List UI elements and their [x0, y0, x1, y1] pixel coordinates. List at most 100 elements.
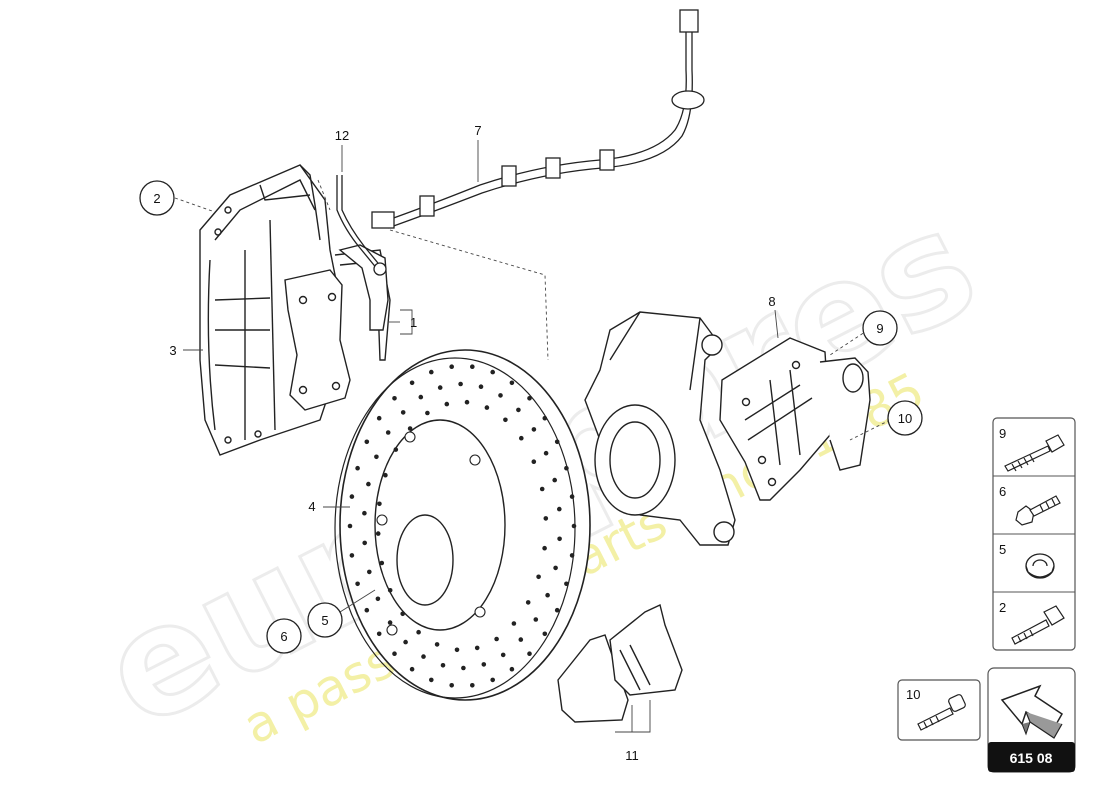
drill-hole — [525, 600, 531, 605]
rear-caliper — [719, 337, 871, 501]
callout-4-label: 4 — [308, 499, 315, 514]
drill-hole — [366, 481, 371, 487]
drill-hole — [531, 459, 537, 465]
direction-arrow-icon — [1000, 684, 1063, 739]
drill-hole — [434, 642, 440, 647]
callout-5-label: 5 — [321, 613, 328, 628]
brake-hose — [371, 9, 705, 229]
diagram-nav-box[interactable]: 615 08 — [987, 667, 1076, 773]
drill-hole — [527, 396, 532, 401]
drill-hole — [481, 662, 487, 667]
legend-row-6[interactable]: 6 — [999, 484, 1061, 526]
drill-hole — [393, 447, 399, 452]
callout-12-label: 12 — [335, 128, 349, 143]
brake-disc — [334, 349, 591, 701]
drill-hole — [400, 410, 406, 415]
drill-hole — [564, 581, 569, 587]
drill-hole — [553, 565, 558, 571]
callout-8-label: 8 — [768, 294, 775, 309]
washer-icon — [1025, 553, 1055, 579]
drill-hole — [461, 665, 466, 671]
disc-drill-holes — [347, 364, 577, 688]
drill-hole — [554, 439, 560, 445]
bolt-icon — [1011, 605, 1065, 645]
diagram-ref: 615 08 — [1010, 750, 1053, 766]
drill-hole — [470, 364, 475, 370]
drill-hole — [516, 407, 521, 413]
callout-11-label: 11 — [625, 748, 639, 763]
disc-bolt-holes — [376, 431, 486, 636]
drill-hole — [500, 652, 506, 658]
drill-hole — [383, 472, 388, 478]
extra-part-number: 10 — [906, 687, 920, 702]
drill-hole — [533, 617, 539, 622]
parts-legend: 9 6 5 2 — [992, 417, 1076, 651]
drill-hole — [376, 631, 382, 637]
callout-6: 6 — [266, 618, 302, 654]
drill-hole — [349, 553, 355, 558]
drill-hole — [503, 417, 508, 423]
long-bolt-icon — [1004, 434, 1065, 472]
drill-hole — [464, 399, 470, 405]
drill-hole — [375, 596, 381, 602]
drill-hole — [374, 454, 379, 460]
drill-hole — [509, 666, 515, 672]
wheel-hub-knuckle — [584, 311, 736, 546]
callout-3-label: 3 — [169, 343, 176, 358]
drill-hole — [552, 477, 557, 483]
drill-hole — [490, 677, 496, 683]
drill-hole — [429, 677, 434, 683]
drill-hole — [418, 394, 424, 400]
drill-hole — [539, 486, 545, 492]
drill-hole — [474, 645, 480, 651]
drill-hole — [409, 380, 415, 386]
drill-hole — [519, 435, 524, 441]
drill-hole — [400, 611, 406, 617]
legend-row-9[interactable]: 9 — [999, 426, 1065, 472]
drill-hole — [458, 381, 463, 387]
drill-hole — [454, 647, 460, 653]
legend-row-2[interactable]: 2 — [999, 600, 1065, 645]
callout-2: 2 — [139, 180, 175, 216]
drill-hole — [449, 364, 455, 370]
legend-number: 5 — [999, 542, 1006, 557]
legend-number: 2 — [999, 600, 1006, 615]
callout-10: 10 — [887, 400, 923, 436]
drill-hole — [571, 523, 577, 529]
drill-hole — [379, 560, 385, 566]
callout-9-label: 9 — [876, 321, 883, 336]
drill-hole — [545, 592, 550, 598]
drill-hole — [392, 396, 397, 401]
drill-hole — [429, 369, 434, 375]
brake-pad-lower — [557, 604, 683, 723]
drill-hole — [364, 607, 370, 613]
drill-hole — [449, 683, 455, 688]
drill-hole — [375, 531, 381, 536]
drill-hole — [392, 651, 397, 656]
drill-hole — [377, 501, 382, 507]
drill-hole — [376, 415, 382, 421]
drill-hole — [494, 636, 499, 642]
sensor-wire — [336, 175, 387, 276]
extra-part-box[interactable]: 10 — [897, 679, 981, 741]
drill-hole — [536, 574, 541, 580]
callout-10-label: 10 — [898, 411, 912, 426]
callout-6-label: 6 — [280, 629, 287, 644]
drill-hole — [543, 450, 549, 456]
short-bolt-icon — [1015, 495, 1061, 526]
drill-hole — [416, 629, 421, 635]
legend-row-5[interactable]: 5 — [999, 542, 1055, 579]
drill-hole — [554, 607, 560, 613]
drill-hole — [542, 415, 548, 421]
drill-hole — [355, 465, 360, 471]
callout-7-label: 7 — [474, 123, 481, 138]
drill-hole — [484, 405, 490, 410]
drill-hole — [542, 545, 547, 551]
drill-hole — [407, 426, 413, 431]
drill-hole — [385, 430, 391, 435]
callout-9: 9 — [862, 310, 898, 346]
drill-hole — [498, 393, 503, 398]
drill-hole — [557, 536, 562, 542]
drill-hole — [387, 588, 393, 593]
drill-hole — [569, 553, 575, 558]
